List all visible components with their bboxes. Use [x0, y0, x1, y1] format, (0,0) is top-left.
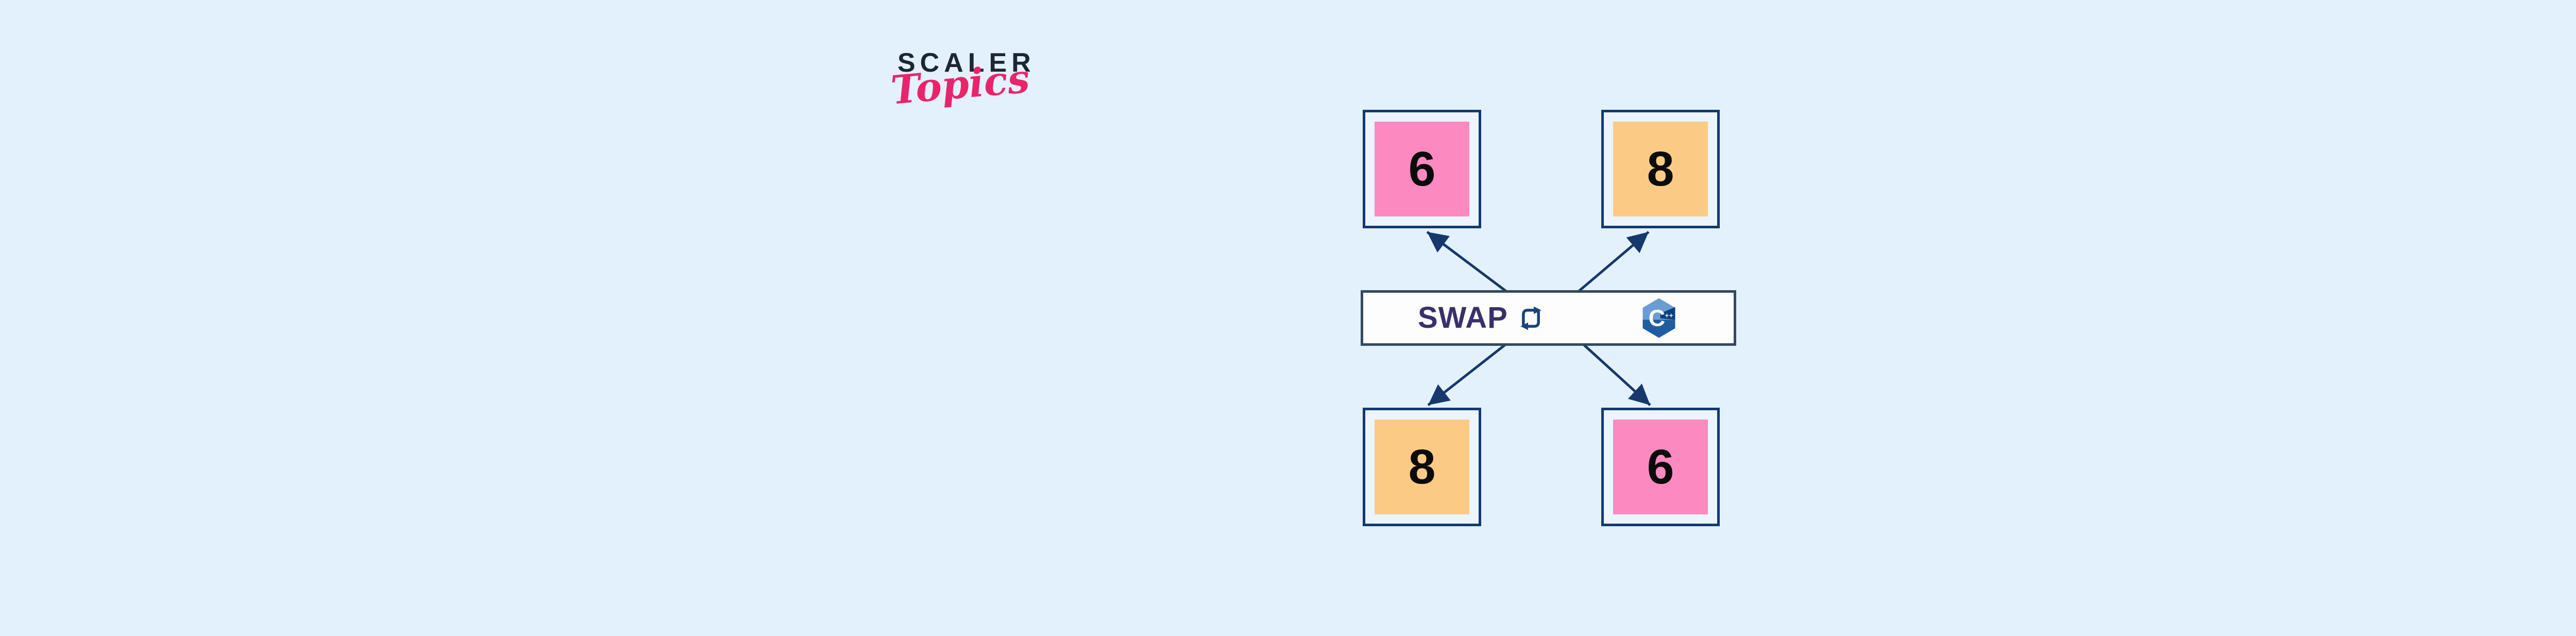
value-box-bottom-left: 8: [1363, 408, 1481, 526]
arrow-to-bottom-right-box: [1582, 343, 1651, 406]
cpp-hexagon-dark-wedge: [1660, 307, 1675, 320]
swap-operation-bar: SWAP C ++: [1361, 290, 1736, 346]
arrow-to-bottom-left-box: [1427, 343, 1507, 406]
value-box-top-right: 8: [1601, 110, 1720, 228]
swap-label: SWAP: [1418, 301, 1508, 334]
cpp-logo-icon: C ++: [1642, 298, 1675, 338]
swap-icon: [1520, 306, 1541, 330]
value-cell: 8: [1613, 122, 1708, 216]
value-box-top-left: 6: [1363, 110, 1481, 228]
cpp-plus-plus: ++: [1665, 311, 1674, 319]
value-cell: 8: [1375, 420, 1469, 514]
value-cell: 6: [1613, 420, 1708, 514]
value-digit: 8: [1647, 141, 1674, 196]
value-digit: 6: [1647, 439, 1674, 494]
arrow-to-top-left-box: [1426, 231, 1509, 293]
scaler-topics-logo: SCALER Topics: [889, 48, 1037, 118]
value-digit: 8: [1408, 439, 1436, 494]
value-digit: 6: [1408, 141, 1436, 196]
value-box-bottom-right: 6: [1601, 408, 1720, 526]
arrow-to-top-right-box: [1577, 231, 1650, 293]
scaler-wordmark: SCALER: [897, 48, 1036, 78]
cpp-hexagon-lower-facet: [1642, 320, 1675, 338]
cpp-letter-c: C: [1649, 305, 1666, 331]
value-cell: 6: [1375, 122, 1469, 216]
